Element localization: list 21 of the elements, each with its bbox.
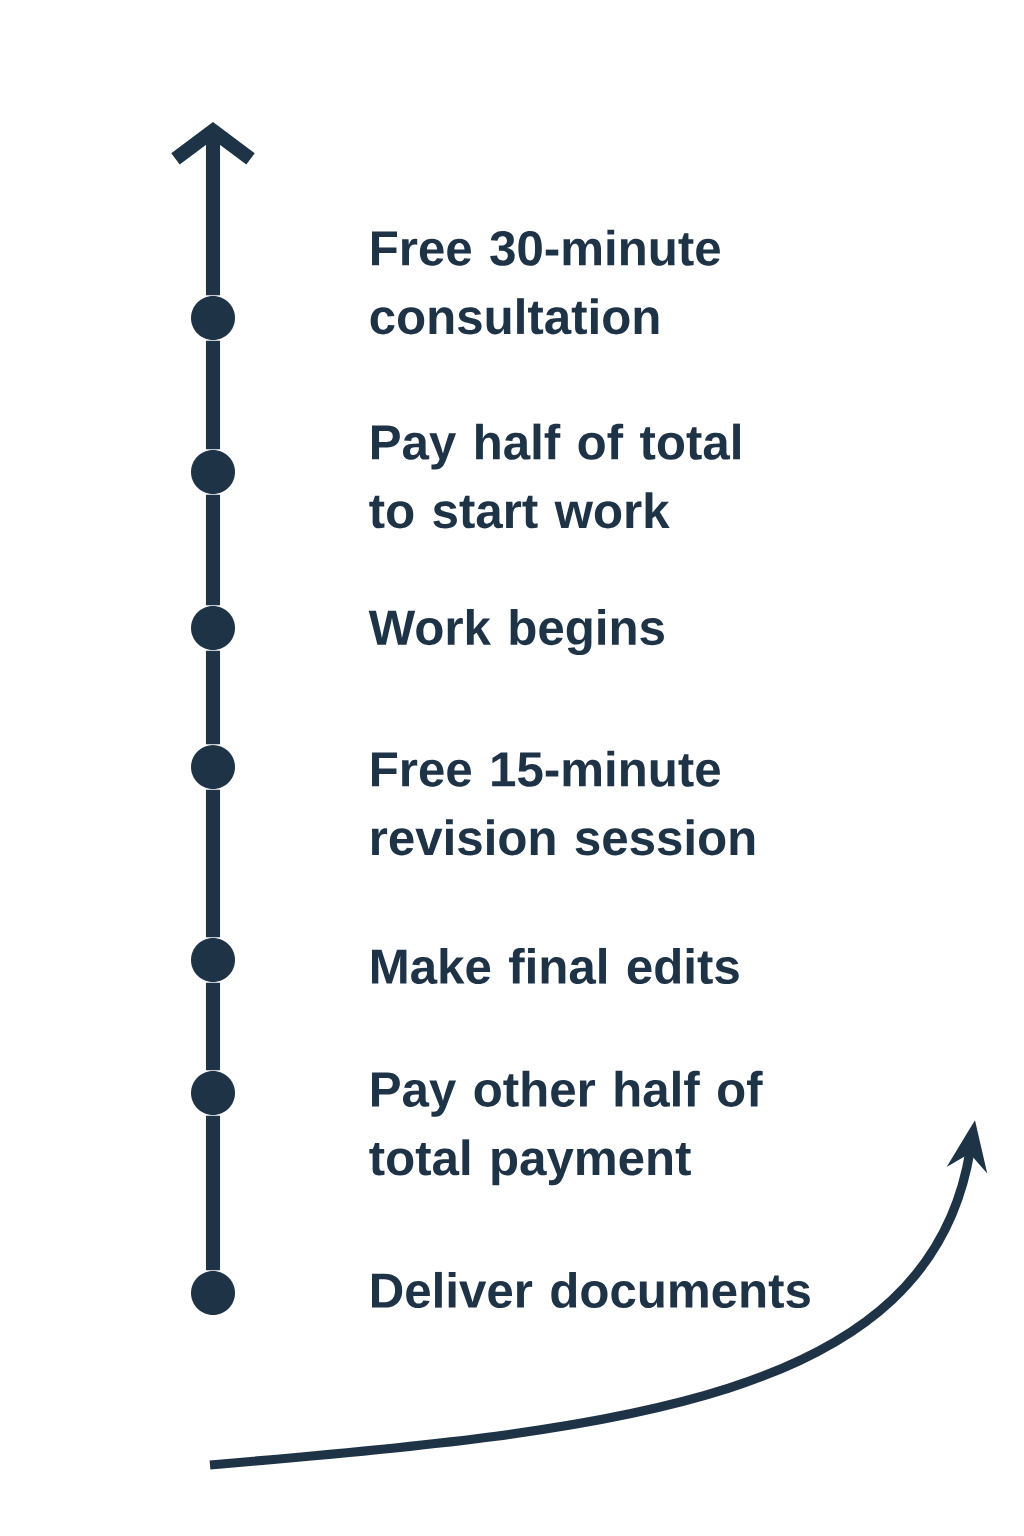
timeline-line bbox=[205, 1115, 221, 1271]
timeline-dot bbox=[191, 1271, 235, 1316]
timeline-dot bbox=[191, 1071, 235, 1115]
timeline-dot bbox=[191, 606, 235, 650]
timeline-line bbox=[205, 650, 221, 745]
timeline-dot bbox=[191, 745, 235, 789]
step-label: Make final edits bbox=[372, 947, 739, 985]
step-label: Work begins bbox=[368, 608, 664, 656]
timeline-line bbox=[205, 340, 221, 450]
timeline-line bbox=[205, 789, 221, 938]
step-label: Deliver documents bbox=[372, 1271, 810, 1309]
timeline-line bbox=[205, 494, 221, 606]
step-label: Pay half of total to start work bbox=[369, 423, 740, 529]
timeline-line bbox=[205, 982, 221, 1071]
timeline-dot bbox=[191, 450, 235, 494]
step-label: Free 30-minute consultation bbox=[370, 229, 720, 335]
step-label: Pay other half of total payment bbox=[369, 1070, 763, 1186]
step-label: Free 15-minute revision session bbox=[371, 750, 755, 856]
timeline-dot bbox=[191, 296, 235, 340]
timeline-line bbox=[171, 122, 255, 296]
timeline-dot bbox=[191, 938, 235, 983]
